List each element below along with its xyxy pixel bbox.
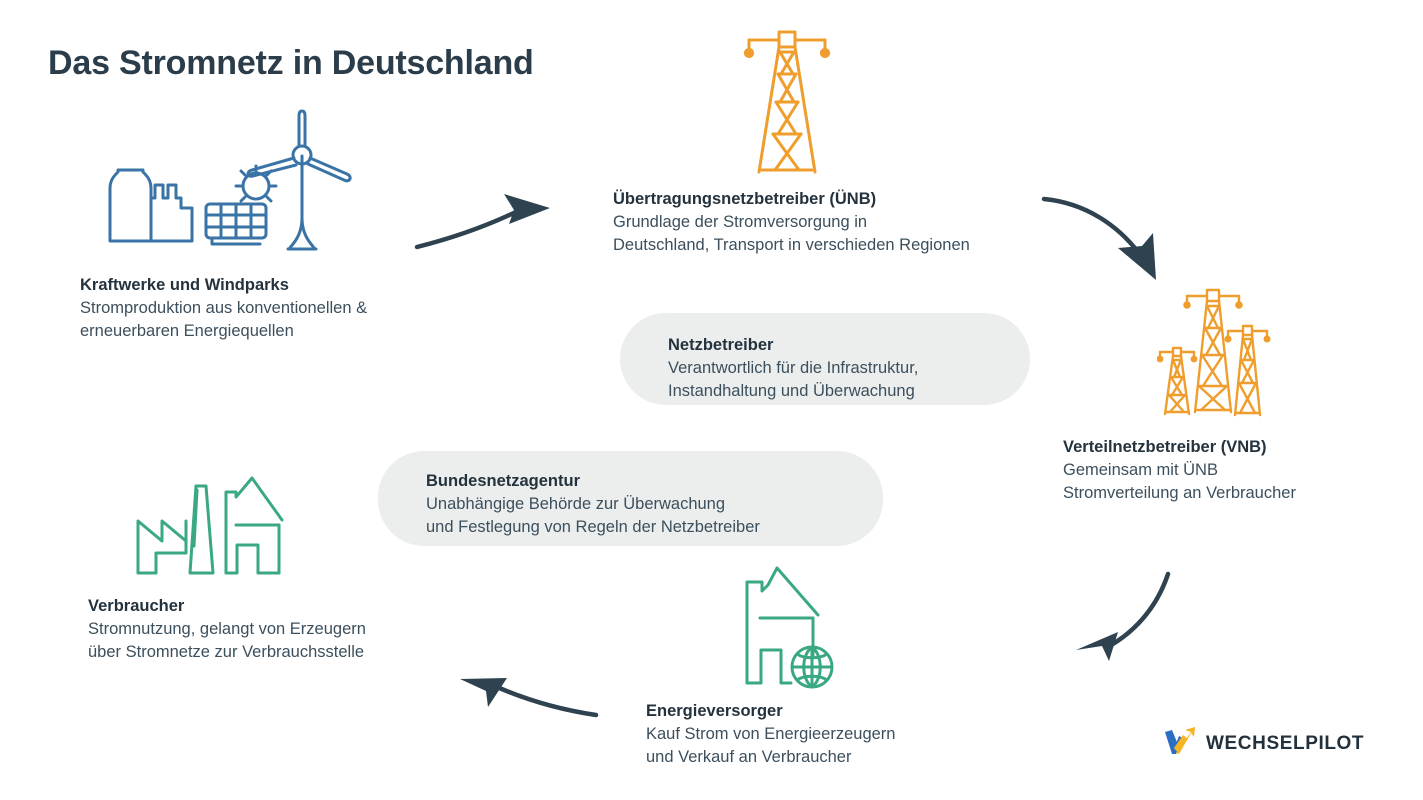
distribution-towers-icon <box>1156 282 1277 417</box>
node-uenb: Übertragungsnetzbetreiber (ÜNB) Grundlag… <box>613 188 1083 257</box>
brand-wordmark: WECHSELPILOT <box>1206 732 1365 754</box>
node-kraftwerke-title: Kraftwerke und Windparks <box>80 276 289 294</box>
page-title: Das Stromnetz in Deutschland <box>48 44 534 82</box>
pill-netzbetreiber-title: Netzbetreiber <box>668 336 774 354</box>
house-globe-icon <box>733 558 838 693</box>
pill-bundesnetzagentur: Bundesnetzagentur Unabhängige Behörde zu… <box>378 451 883 546</box>
arrow-vnb-to-energieversorger <box>1066 562 1196 667</box>
pill-bundesnetzagentur-desc: Unabhängige Behörde zur Überwachung und … <box>426 495 760 537</box>
power-plant-solar-wind-icon <box>88 108 378 258</box>
node-kraftwerke: Kraftwerke und Windparks Stromproduktion… <box>80 274 500 343</box>
brand-logo: WECHSELPILOT <box>1163 726 1364 761</box>
pill-bundesnetzagentur-title: Bundesnetzagentur <box>426 472 581 490</box>
pill-netzbetreiber-desc: Verantwortlich für die Infrastruktur, In… <box>668 359 919 401</box>
node-verbraucher-desc: Stromnutzung, gelangt von Erzeugern über… <box>88 620 366 662</box>
node-verbraucher: Verbraucher Stromnutzung, gelangt von Er… <box>88 595 488 664</box>
arrow-uenb-to-vnb <box>1038 186 1168 286</box>
node-verbraucher-title: Verbraucher <box>88 597 185 615</box>
node-energieversorger: Energieversorger Kauf Strom von Energiee… <box>646 700 986 769</box>
node-vnb: Verteilnetzbetreiber (VNB) Gemeinsam mit… <box>1063 436 1403 505</box>
transmission-tower-icon <box>737 12 837 177</box>
arrow-energieversorger-to-verbraucher <box>452 662 607 740</box>
node-energieversorger-title: Energieversorger <box>646 702 783 720</box>
arrow-kraftwerke-to-uenb <box>405 190 565 260</box>
factory-house-icon <box>124 468 299 586</box>
node-vnb-title: Verteilnetzbetreiber (VNB) <box>1063 438 1267 456</box>
node-energieversorger-desc: Kauf Strom von Energieerzeugern und Verk… <box>646 725 896 767</box>
node-uenb-desc: Grundlage der Stromversorgung in Deutsch… <box>613 213 970 255</box>
pill-netzbetreiber: Netzbetreiber Verantwortlich für die Inf… <box>620 313 1030 405</box>
node-uenb-title: Übertragungsnetzbetreiber (ÜNB) <box>613 190 877 208</box>
node-vnb-desc: Gemeinsam mit ÜNB Stromverteilung an Ver… <box>1063 461 1296 503</box>
node-kraftwerke-desc: Stromproduktion aus konventionellen & er… <box>80 299 368 341</box>
wechselpilot-logo-icon <box>1163 726 1197 761</box>
